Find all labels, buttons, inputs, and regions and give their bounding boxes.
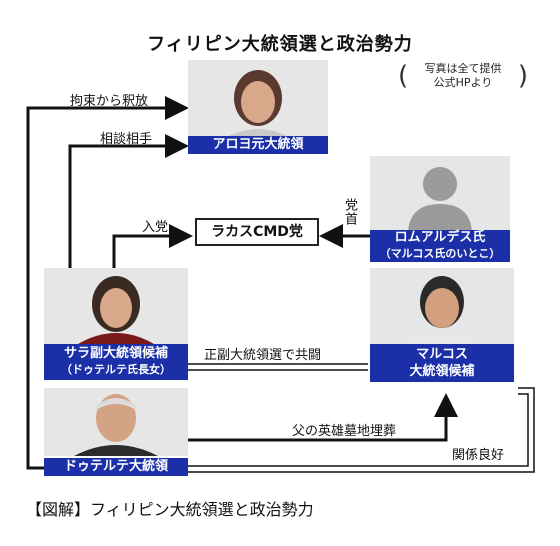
duterte-label: ドゥテルテ大統領 xyxy=(44,458,188,476)
duterte-photo xyxy=(44,388,188,456)
person-silhouette-icon xyxy=(402,276,482,344)
relation-good: 関係良好 xyxy=(452,448,505,463)
burial-line xyxy=(188,393,458,442)
sara-relation: （ドゥテルテ氏長女） xyxy=(61,363,171,376)
romualdez-relation: （マルコス氏のいとこ） xyxy=(379,247,501,260)
relation-joint-campaign: 正副大統領選で共闘 xyxy=(204,348,322,363)
person-placeholder-icon xyxy=(408,167,472,232)
romualdez-name: ロムアルデス氏 xyxy=(394,230,486,245)
note-line-1: 写真は全て提供 xyxy=(424,62,502,75)
romualdez-photo xyxy=(370,156,510,232)
arroyo-photo xyxy=(188,60,328,142)
sara-photo xyxy=(44,268,188,344)
join-line xyxy=(112,224,193,270)
relation-release: 拘束から釈放 xyxy=(70,94,149,109)
relation-burial: 父の英雄墓地埋葬 xyxy=(292,424,397,439)
good-line-b xyxy=(188,387,535,473)
photo-credit-note: ( 写真は全て提供 公式HPより ) xyxy=(398,62,528,90)
note-line-2: 公式HPより xyxy=(433,76,493,89)
marcos-role: 大統領候補 xyxy=(409,364,475,379)
romualdez-label: ロムアルデス氏 （マルコス氏のいとこ） xyxy=(370,230,510,262)
marcos-photo xyxy=(370,268,514,344)
note-close-paren: ) xyxy=(517,61,528,91)
good-line-a xyxy=(188,393,529,467)
marcos-label: マルコス 大統領候補 xyxy=(370,344,514,382)
person-silhouette-icon xyxy=(218,70,298,142)
arroyo-label: アロヨ元大統領 xyxy=(188,136,328,154)
person-silhouette-icon xyxy=(74,394,158,456)
party-box: ラカスCMD党 xyxy=(195,218,319,246)
relation-advisor: 相談相手 xyxy=(100,132,153,147)
advisor-line xyxy=(68,134,189,270)
marcos-name: マルコス xyxy=(416,347,468,362)
note-open-paren: ( xyxy=(398,61,409,91)
person-silhouette-icon xyxy=(78,276,154,344)
release-line xyxy=(26,96,189,470)
diagram-title: フィリピン大統領選と政治勢力 xyxy=(147,34,413,55)
figure-caption: 【図解】フィリピン大統領選と政治勢力 xyxy=(26,500,314,519)
sara-label: サラ副大統領候補 （ドゥテルテ氏長女） xyxy=(44,344,188,380)
sara-name: サラ副大統領候補 xyxy=(63,346,168,361)
relation-leader: 党首 xyxy=(342,198,357,226)
relation-join: 入党 xyxy=(142,220,169,235)
